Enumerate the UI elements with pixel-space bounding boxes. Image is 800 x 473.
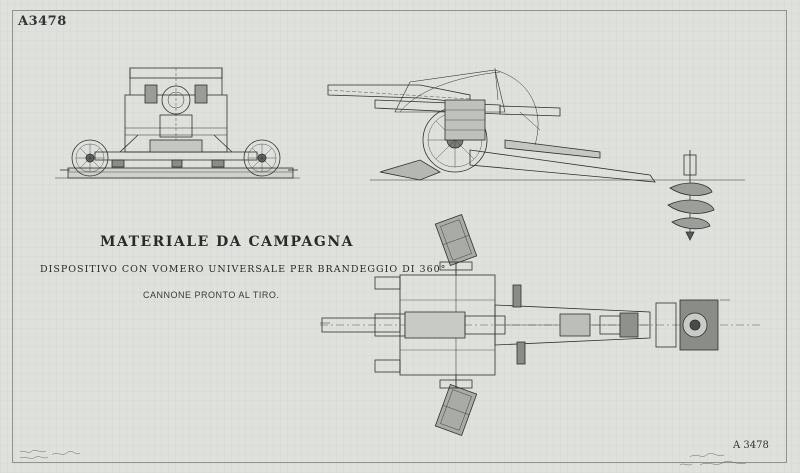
drawing-caption: CANNONE PRONTO AL TIRO. — [143, 290, 280, 300]
drawing-title: MATERIALE DA CAMPAGNA — [100, 234, 354, 250]
signature-marks — [19, 449, 747, 466]
side-view-drawing — [327, 67, 745, 241]
archive-code-top: A3478 — [18, 14, 67, 29]
drawing-subtitle: DISPOSITIVO CON VOMERO UNIVERSALE PER BR… — [40, 264, 447, 275]
front-view-drawing — [55, 67, 300, 179]
archive-code-bottom: A 3478 — [733, 440, 769, 451]
sheet-border — [12, 10, 787, 463]
plan-view-drawing — [320, 214, 760, 436]
